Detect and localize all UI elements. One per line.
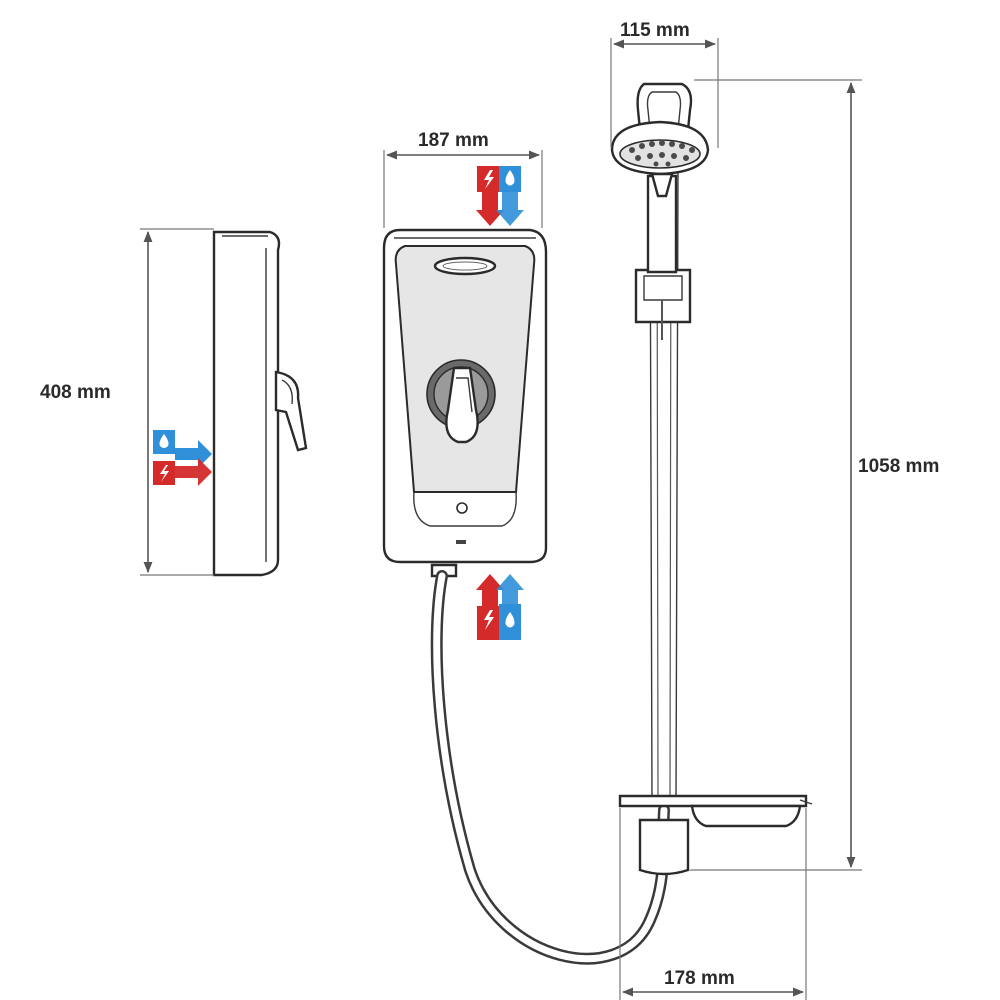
front-view-unit <box>382 228 548 578</box>
water-electric-inlet-icon <box>476 574 524 640</box>
unit-depth-label: 408 mm <box>40 382 111 403</box>
soap-tray <box>618 794 813 828</box>
tray-depth-label: 178 mm <box>664 968 735 989</box>
riser-rail <box>634 82 693 876</box>
dimension-tray-depth: 178 mm <box>619 808 807 1000</box>
head-width-label: 115 mm <box>620 20 690 41</box>
rail-height-label: 1058 mm <box>858 456 939 477</box>
dimension-unit-depth: 408 mm <box>40 228 214 576</box>
side-view-unit <box>212 230 308 577</box>
dimension-unit-width: 187 mm <box>383 130 543 228</box>
shower-hose <box>430 570 670 965</box>
shower-head <box>610 120 710 198</box>
water-electric-inlet-icon <box>153 430 212 486</box>
unit-width-label: 187 mm <box>418 130 489 151</box>
dimension-rail-height: 1058 mm <box>690 79 939 871</box>
dimension-head-width: 115 mm <box>610 20 719 148</box>
water-electric-inlet-icon <box>476 166 524 226</box>
